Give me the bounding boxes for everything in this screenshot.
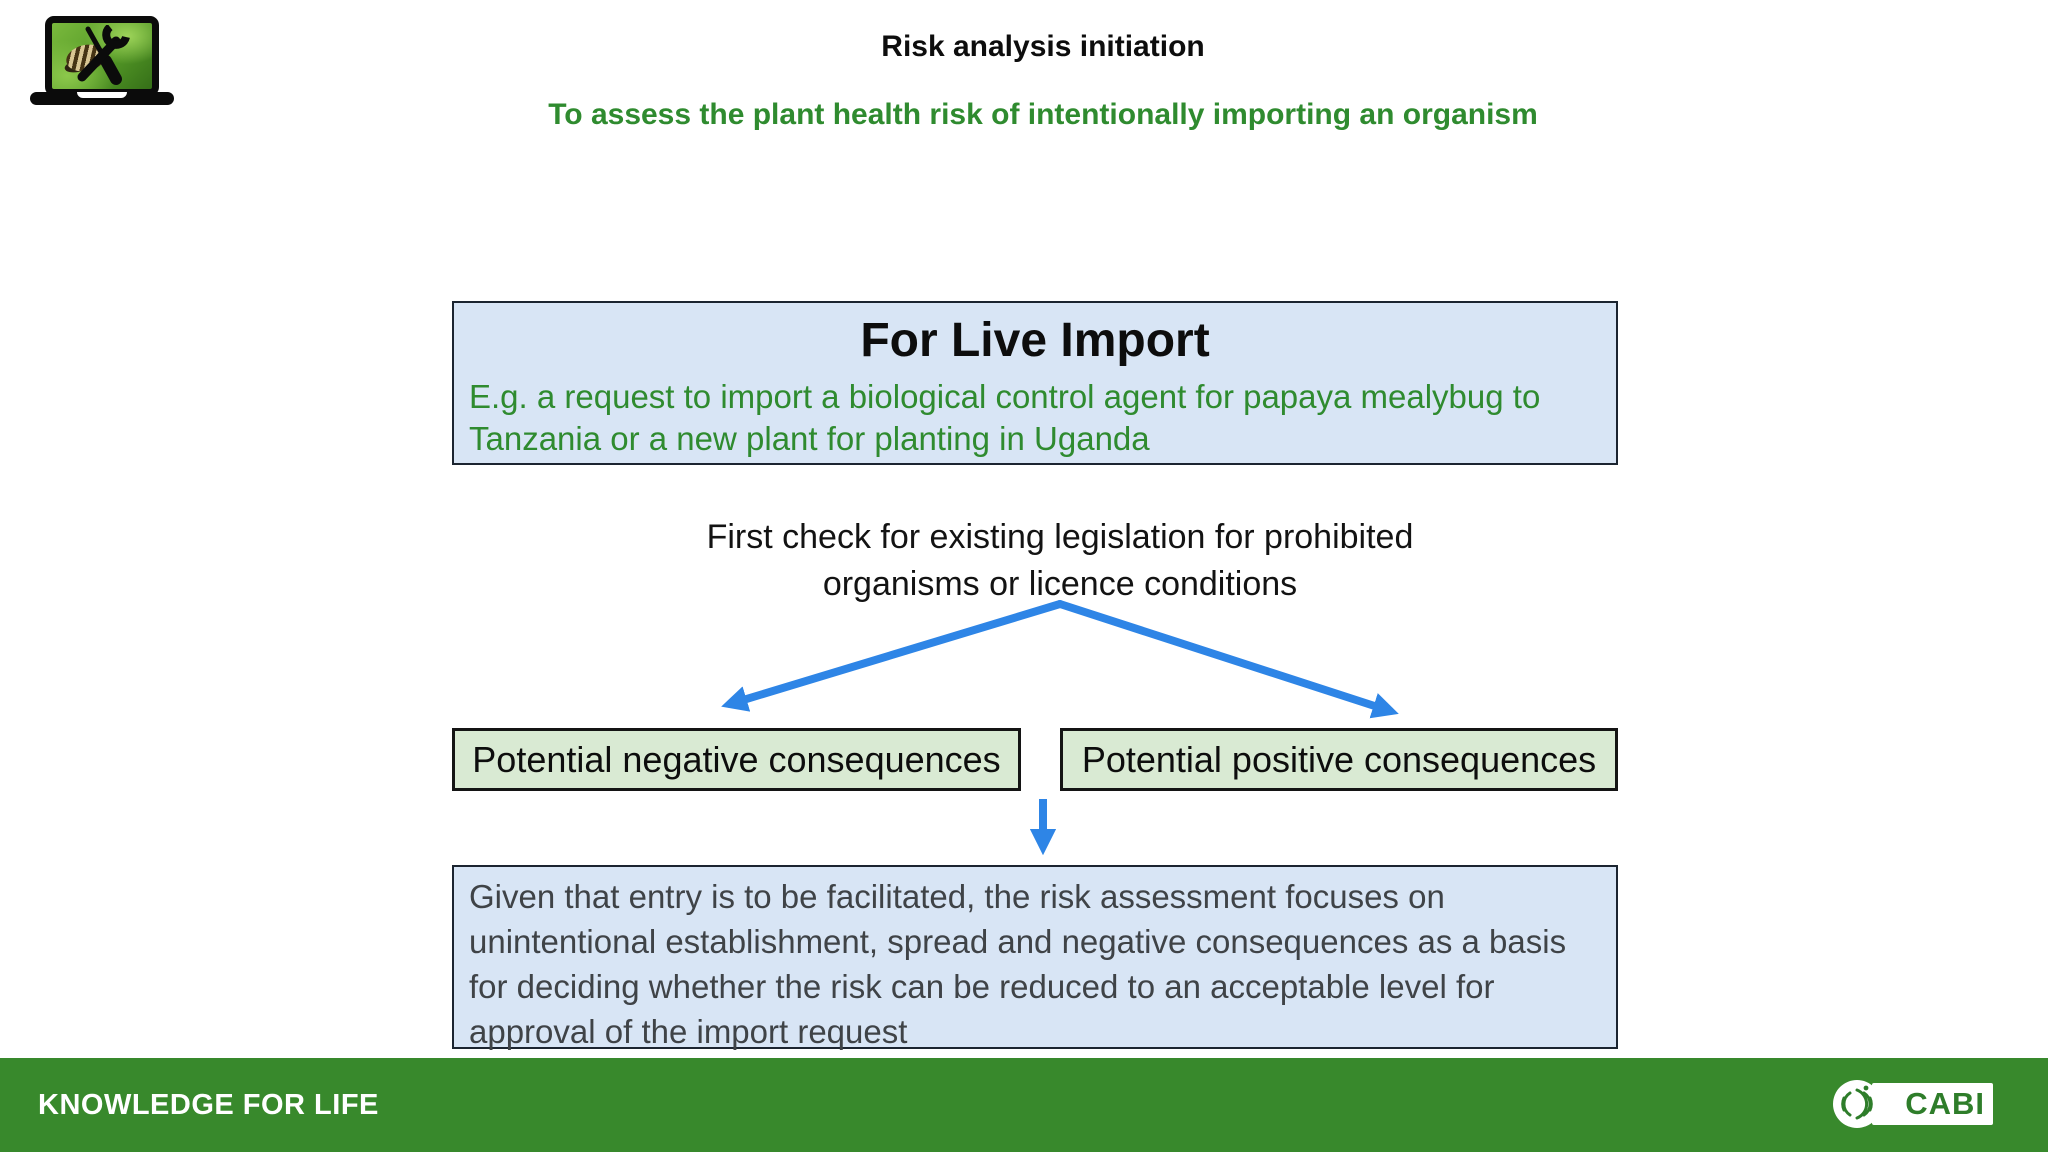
live-import-box: For Live Import E.g. a request to import… <box>452 301 1618 465</box>
laptop-icon <box>30 16 174 110</box>
negative-consequences-box: Potential negative consequences <box>452 728 1021 791</box>
live-import-heading: For Live Import <box>860 314 1210 367</box>
conclusion-box: Given that entry is to be facilitated, t… <box>452 865 1618 1050</box>
check-step-text: First check for existing legislation for… <box>706 518 1414 603</box>
live-import-example: E.g. a request to import a biological co… <box>469 378 1541 457</box>
laptop-notch <box>77 92 127 98</box>
footer-tagline: KNOWLEDGE FOR LIFE <box>38 1088 379 1121</box>
positive-consequences-label: Potential positive consequences <box>1081 738 1597 780</box>
laptop-base <box>30 92 174 105</box>
cabi-wordmark: CABI <box>1905 1086 1985 1121</box>
cabi-emblem-icon <box>1833 1080 1881 1128</box>
footer-bar: KNOWLEDGE FOR LIFE <box>0 1058 2048 1152</box>
negative-consequences-label: Potential negative consequences <box>472 738 1001 780</box>
page-subtitle: To assess the plant health risk of inten… <box>548 98 1538 131</box>
positive-consequences-box: Potential positive consequences <box>1060 728 1618 791</box>
arrow-to-positive <box>1056 600 1399 719</box>
conclusion-text: Given that entry is to be facilitated, t… <box>469 878 1567 1050</box>
page-title: Risk analysis initiation <box>881 30 1205 63</box>
arrow-to-negative <box>721 600 1064 712</box>
cabi-wordmark-plate: CABI <box>1872 1083 1993 1125</box>
crossed-tools-icon <box>77 25 130 85</box>
cabi-logo: CABI <box>1833 1080 1995 1128</box>
